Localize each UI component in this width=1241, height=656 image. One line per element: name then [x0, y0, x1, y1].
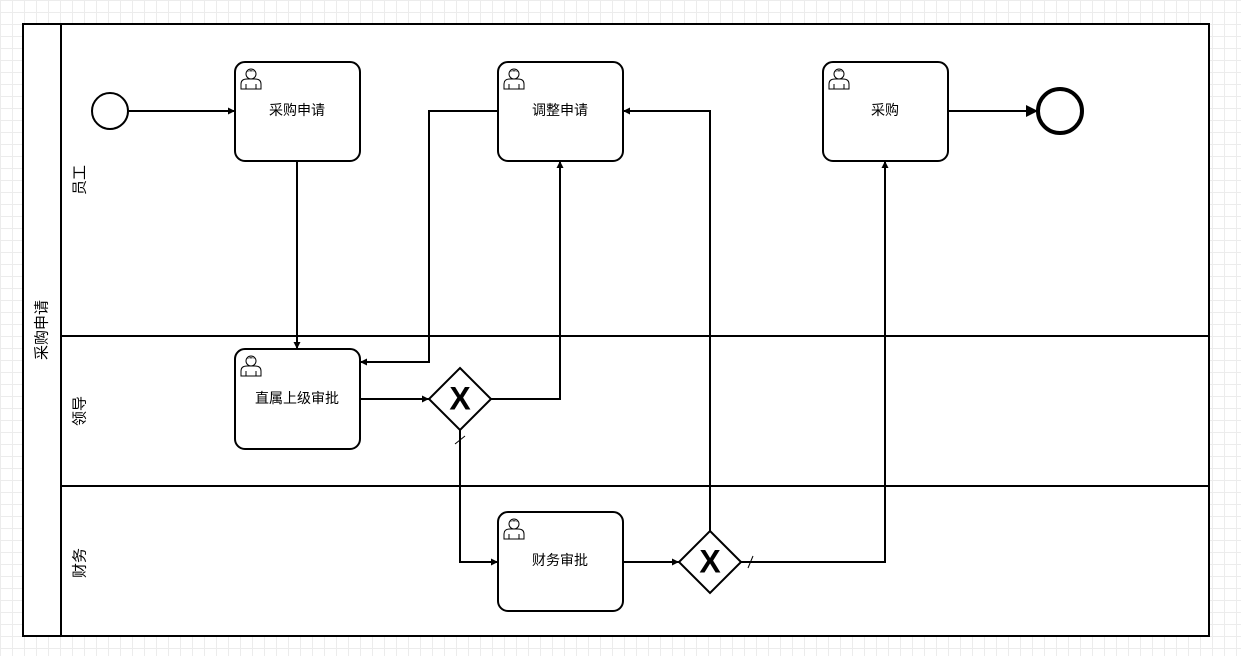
- default-flow-slash: [747, 555, 754, 569]
- task-label: 调整申请: [532, 103, 588, 119]
- lane-label-finance: 财务: [71, 548, 89, 578]
- default-flow-slash: [454, 435, 466, 445]
- exclusive-gateway-2[interactable]: X: [677, 529, 743, 595]
- gateway-marker: X: [699, 543, 721, 579]
- task-label: 采购: [871, 103, 899, 119]
- flow-gw2-to-adjust[interactable]: [623, 107, 711, 531]
- lane-leader[interactable]: 领导: [71, 396, 89, 426]
- task-finance-approval[interactable]: 财务审批: [497, 511, 624, 612]
- task-label: 直属上级审批: [255, 390, 339, 407]
- task-apply[interactable]: 采购申请: [234, 61, 361, 162]
- end-event[interactable]: [1036, 87, 1084, 135]
- task-label: 采购申请: [269, 103, 325, 119]
- flow-gw1-to-adjust[interactable]: [491, 161, 564, 400]
- gateway-marker: X: [449, 380, 471, 416]
- lane-employee[interactable]: 员工: [71, 165, 89, 195]
- task-label: 财务审批: [532, 553, 588, 569]
- task-adjust[interactable]: 调整申请: [497, 61, 624, 162]
- start-event[interactable]: [91, 92, 129, 130]
- task-purchase[interactable]: 采购: [822, 61, 949, 162]
- lane-finance[interactable]: 财务: [71, 548, 89, 578]
- flow-adjust-to-supervisor[interactable]: [360, 110, 498, 366]
- exclusive-gateway-1[interactable]: X: [427, 366, 493, 432]
- lane-label-leader: 领导: [71, 396, 89, 426]
- flow-gw2-to-purchase[interactable]: [741, 161, 889, 563]
- flow-gw1-to-finance[interactable]: [459, 430, 498, 566]
- pool-label: 采购申请: [33, 300, 51, 360]
- sequence-flows: [129, 105, 1038, 569]
- task-supervisor-approval[interactable]: 直属上级审批: [234, 348, 361, 450]
- lane-label-employee: 员工: [71, 165, 89, 195]
